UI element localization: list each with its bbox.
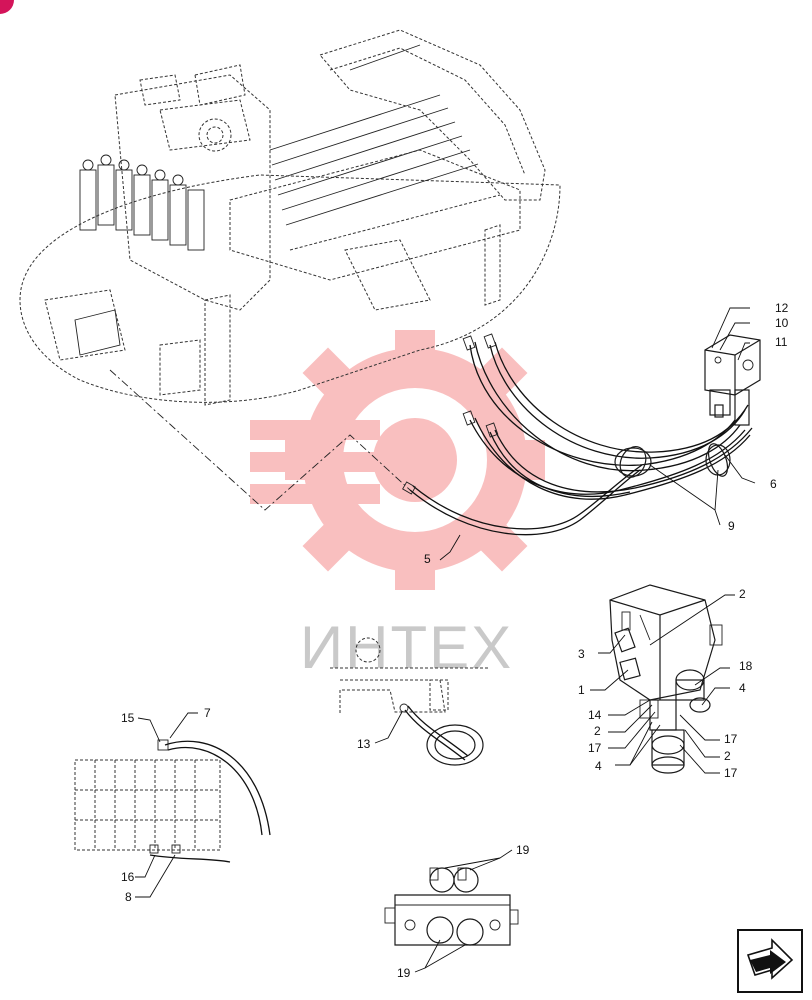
callout-leaders xyxy=(135,307,756,973)
pilot-valve-block xyxy=(704,334,761,426)
callout-17-b: 17 xyxy=(724,732,738,746)
callout-4-b: 4 xyxy=(595,759,602,773)
corner-marker xyxy=(0,0,14,14)
detail-hose-clamp xyxy=(330,637,490,766)
detail-control-valve xyxy=(74,739,271,863)
callout-15: 15 xyxy=(121,711,135,725)
callout-2-c: 2 xyxy=(724,749,731,763)
callout-16: 16 xyxy=(121,870,135,884)
callout-17-a: 17 xyxy=(588,741,602,755)
callout-14: 14 xyxy=(588,708,602,722)
callout-10: 10 xyxy=(775,316,789,330)
watermark-text: ИНТЕХ xyxy=(300,614,513,681)
callout-2-a: 2 xyxy=(739,587,746,601)
callout-19-a: 19 xyxy=(516,843,530,857)
callout-7: 7 xyxy=(204,706,211,720)
callout-3: 3 xyxy=(578,647,585,661)
hose-bundle xyxy=(402,333,753,536)
detail-pilot-valve xyxy=(384,867,519,946)
callout-5: 5 xyxy=(424,552,431,566)
callout-9: 9 xyxy=(728,519,735,533)
callout-1: 1 xyxy=(578,683,585,697)
next-page-arrow-icon[interactable] xyxy=(737,929,803,993)
callout-17-c: 17 xyxy=(724,766,738,780)
callout-13: 13 xyxy=(357,737,371,751)
callout-11: 11 xyxy=(775,335,788,349)
upper-structure-outline xyxy=(19,29,561,511)
watermark-gear-icon xyxy=(250,330,545,590)
callout-12: 12 xyxy=(775,301,789,315)
callout-18: 18 xyxy=(739,659,753,673)
detail-valve-assembly xyxy=(609,584,723,774)
control-valve-stack xyxy=(79,154,205,251)
callout-2-b: 2 xyxy=(594,724,601,738)
callout-4-a: 4 xyxy=(739,681,746,695)
callout-labels: 12 10 11 6 9 5 2 3 18 1 4 14 2 17 17 2 4… xyxy=(121,301,789,980)
callout-8: 8 xyxy=(125,890,132,904)
callout-6: 6 xyxy=(770,477,777,491)
callout-19-b: 19 xyxy=(397,966,411,980)
